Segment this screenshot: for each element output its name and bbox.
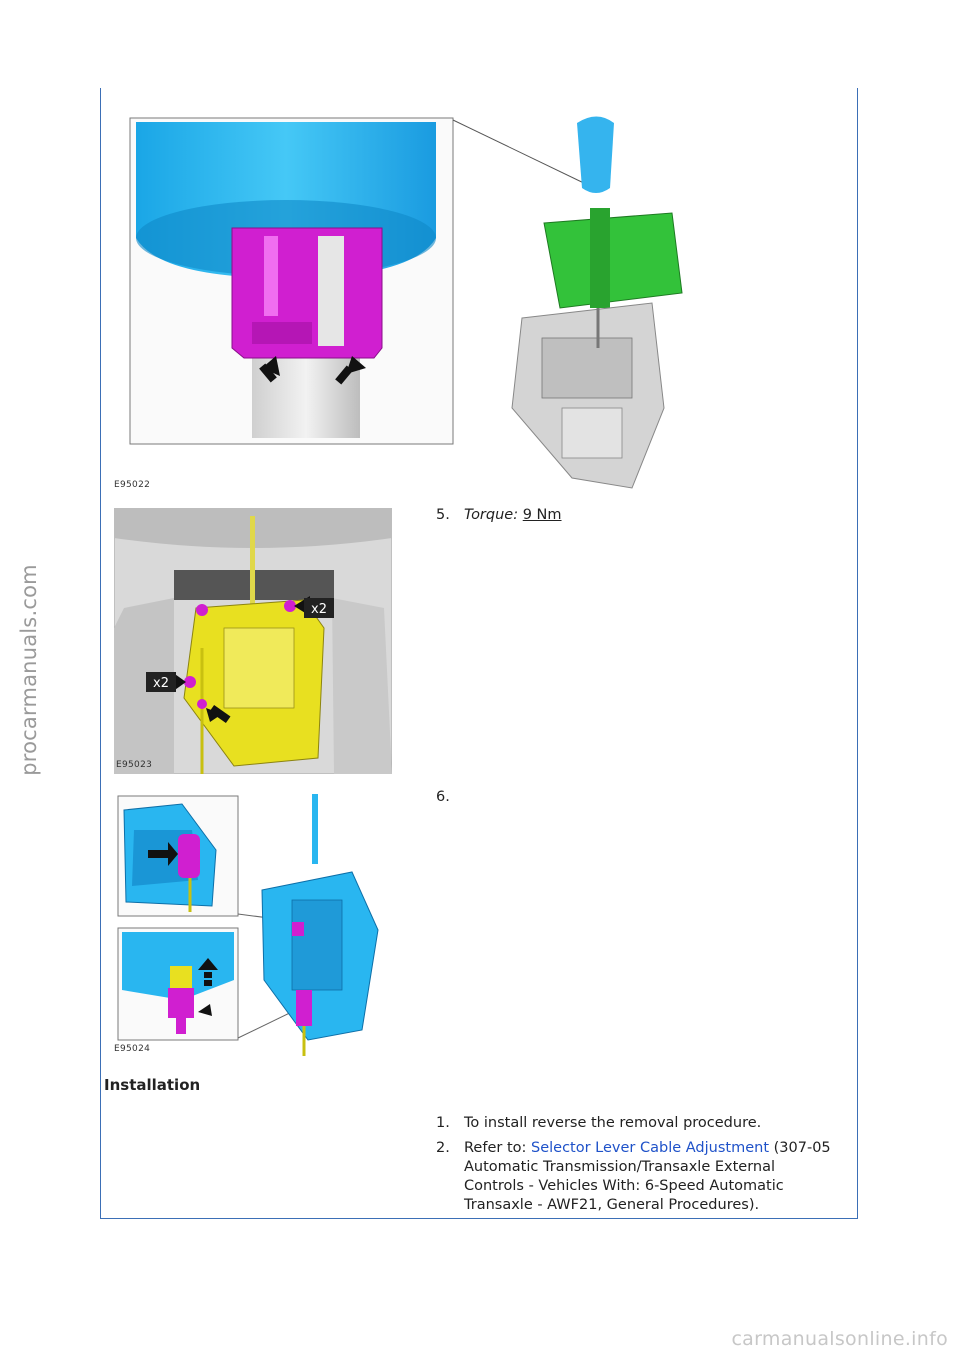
step-text: Torque: 9 Nm (464, 506, 844, 525)
selector-lever-cable-adjustment-link[interactable]: Selector Lever Cable Adjustment (531, 1140, 770, 1156)
figure-code: E95024 (114, 1044, 151, 1054)
refer-prefix: Refer to: (464, 1140, 531, 1156)
side-watermark-text: procarmanuals.com (17, 564, 41, 776)
torque-value: 9 Nm (522, 507, 562, 523)
step-text: To install reverse the removal procedure… (464, 1115, 762, 1131)
step-number: 2. (436, 1140, 450, 1156)
content-frame (100, 88, 858, 1219)
step-number: 5. (436, 507, 450, 523)
installation-heading: Installation (104, 1076, 201, 1094)
figure-code: E95022 (114, 480, 151, 490)
figure-e95022: E95022 (112, 108, 712, 498)
fig2-callout-left: x2 (153, 676, 169, 691)
refer-suffix: (307-05 Automatic Transmission/Transaxle… (464, 1140, 831, 1213)
step-number: 1. (436, 1115, 450, 1131)
side-watermark: procarmanuals.com (4, 560, 54, 780)
fig2-callout-top: x2 (311, 602, 327, 617)
step-number: 6. (436, 789, 450, 805)
figure-code: E95023 (116, 760, 153, 770)
step-text: Refer to: Selector Lever Cable Adjustmen… (464, 1139, 836, 1215)
figure-e95023: x2 x2 E95023 (114, 508, 392, 774)
bottom-watermark: carmanualsonline.info (731, 1328, 948, 1350)
torque-label: Torque: (464, 507, 519, 523)
figure-e95024: E95024 (112, 790, 392, 1060)
